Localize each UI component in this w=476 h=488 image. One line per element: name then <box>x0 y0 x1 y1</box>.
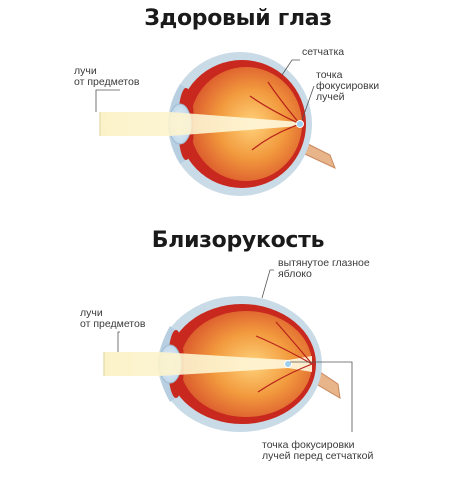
focus-leader-2 <box>290 361 353 432</box>
rays-label: лучи от предметов <box>74 65 140 88</box>
cornea-2 <box>159 326 176 402</box>
healthy-eye-title: Здоровый глаз <box>144 6 332 31</box>
myopic-eye <box>103 296 341 432</box>
focus-leader <box>301 85 315 121</box>
healthy-eye <box>99 52 336 196</box>
elongated-leader <box>261 269 274 299</box>
elongated-label: вытянутое глазное яблоко <box>278 257 370 280</box>
rays-leader <box>95 89 120 112</box>
myopia-title: Близорукость <box>151 228 325 253</box>
focus-point-2 <box>284 360 292 368</box>
focus-label-2: точка фокусировки лучей перед сетчаткой <box>262 439 374 462</box>
light-rays <box>100 112 300 136</box>
retina-leader <box>281 59 300 76</box>
light-rays-2 <box>104 352 312 376</box>
focus-label: точка фокусировки лучей <box>316 69 380 103</box>
retina-label: сетчатка <box>302 46 345 58</box>
rays-label-2: лучи от предметов <box>80 307 146 330</box>
rays-leader-2 <box>117 331 120 352</box>
cornea <box>169 84 186 164</box>
focus-point <box>296 120 304 128</box>
